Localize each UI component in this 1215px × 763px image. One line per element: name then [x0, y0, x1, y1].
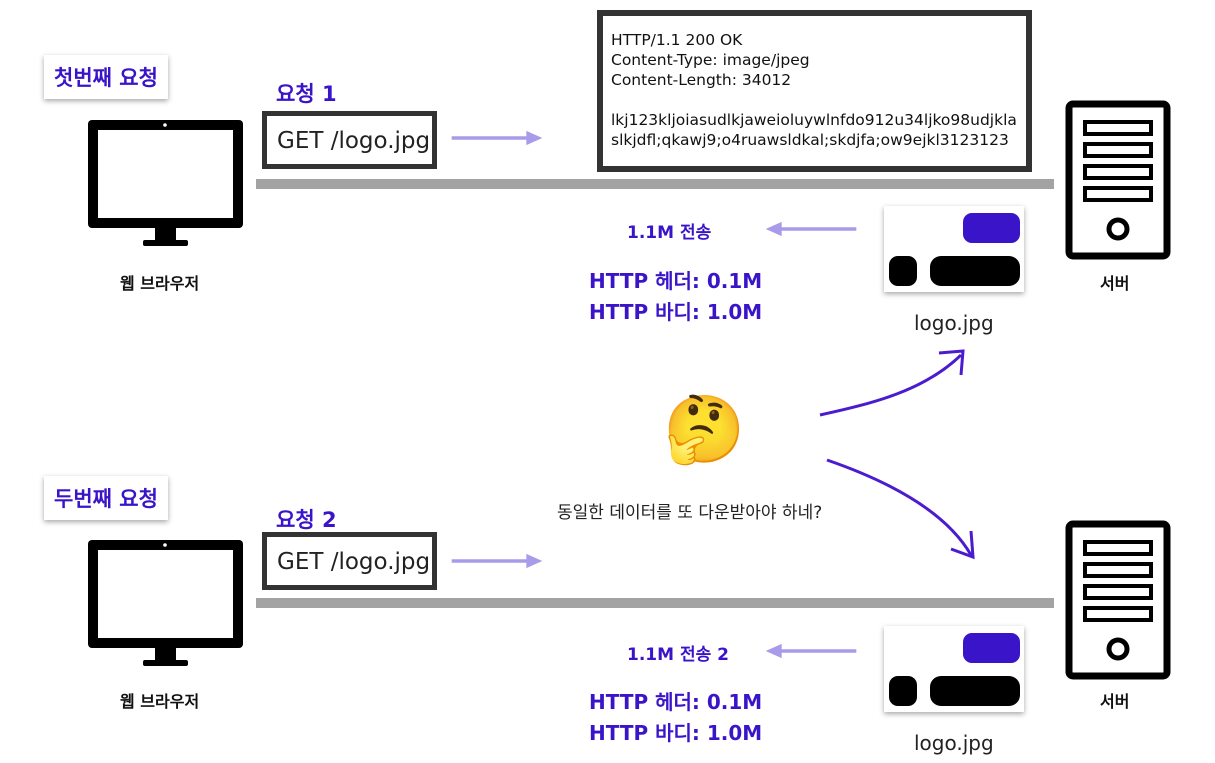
server-label: 서버: [1100, 692, 1130, 711]
server-tower-icon: [1065, 520, 1171, 680]
network-line: [256, 598, 1054, 608]
network-line: [256, 179, 1054, 189]
response-arrow-icon: [765, 221, 857, 237]
first-request-badge: 첫번째 요청: [44, 55, 168, 99]
response-line: Content-Length: 34012: [611, 71, 792, 89]
request-arrow-icon: [451, 130, 543, 146]
response-line: [611, 90, 1016, 110]
header-size-label: HTTP 헤더: 0.1M: [589, 690, 763, 714]
http-response-box: HTTP/1.1 200 OK Content-Type: image/jpeg…: [597, 10, 1032, 172]
curved-arrows-icon: [819, 349, 975, 560]
transfer-label: 1.1M 전송 2: [627, 645, 729, 665]
client-label: 웹 브라우저: [120, 274, 200, 293]
response-line: Content-Type: image/jpeg: [611, 51, 810, 69]
server-label: 서버: [1100, 274, 1130, 293]
question-text: 동일한 데이터를 또 다운받아야 하네?: [557, 503, 823, 523]
body-size-label: HTTP 바디: 1.0M: [589, 721, 763, 745]
response-line: HTTP/1.1 200 OK: [611, 31, 743, 49]
request-1-label: 요청 1: [276, 82, 337, 106]
response-line: lkj123kljoiasudlkjaweioluywlnfdo912u34lj…: [611, 111, 1017, 129]
response-arrow-icon: [765, 643, 857, 659]
response-line: slkjdfl;qkawj9;o4ruawsldkal;skdjfa;ow9ej…: [611, 131, 1009, 149]
image-thumbnail-icon: [884, 626, 1024, 712]
get-request-box: GET /logo.jpg: [262, 532, 437, 590]
thinking-face-emoji: 🤔: [663, 391, 746, 468]
get-request-box: GET /logo.jpg: [262, 111, 437, 169]
transfer-label: 1.1M 전송: [627, 223, 712, 243]
file-label: logo.jpg: [914, 311, 994, 335]
body-size-label: HTTP 바디: 1.0M: [589, 300, 763, 324]
request-arrow-icon: [451, 553, 543, 569]
file-label: logo.jpg: [914, 731, 994, 755]
image-thumbnail-icon: [884, 206, 1024, 292]
second-request-badge: 두번째 요청: [44, 476, 168, 520]
monitor-icon: [88, 120, 243, 246]
server-tower-icon: [1065, 100, 1171, 260]
client-label: 웹 브라우저: [120, 692, 200, 711]
request-2-label: 요청 2: [276, 508, 337, 532]
monitor-icon: [88, 540, 243, 666]
header-size-label: HTTP 헤더: 0.1M: [589, 269, 763, 293]
